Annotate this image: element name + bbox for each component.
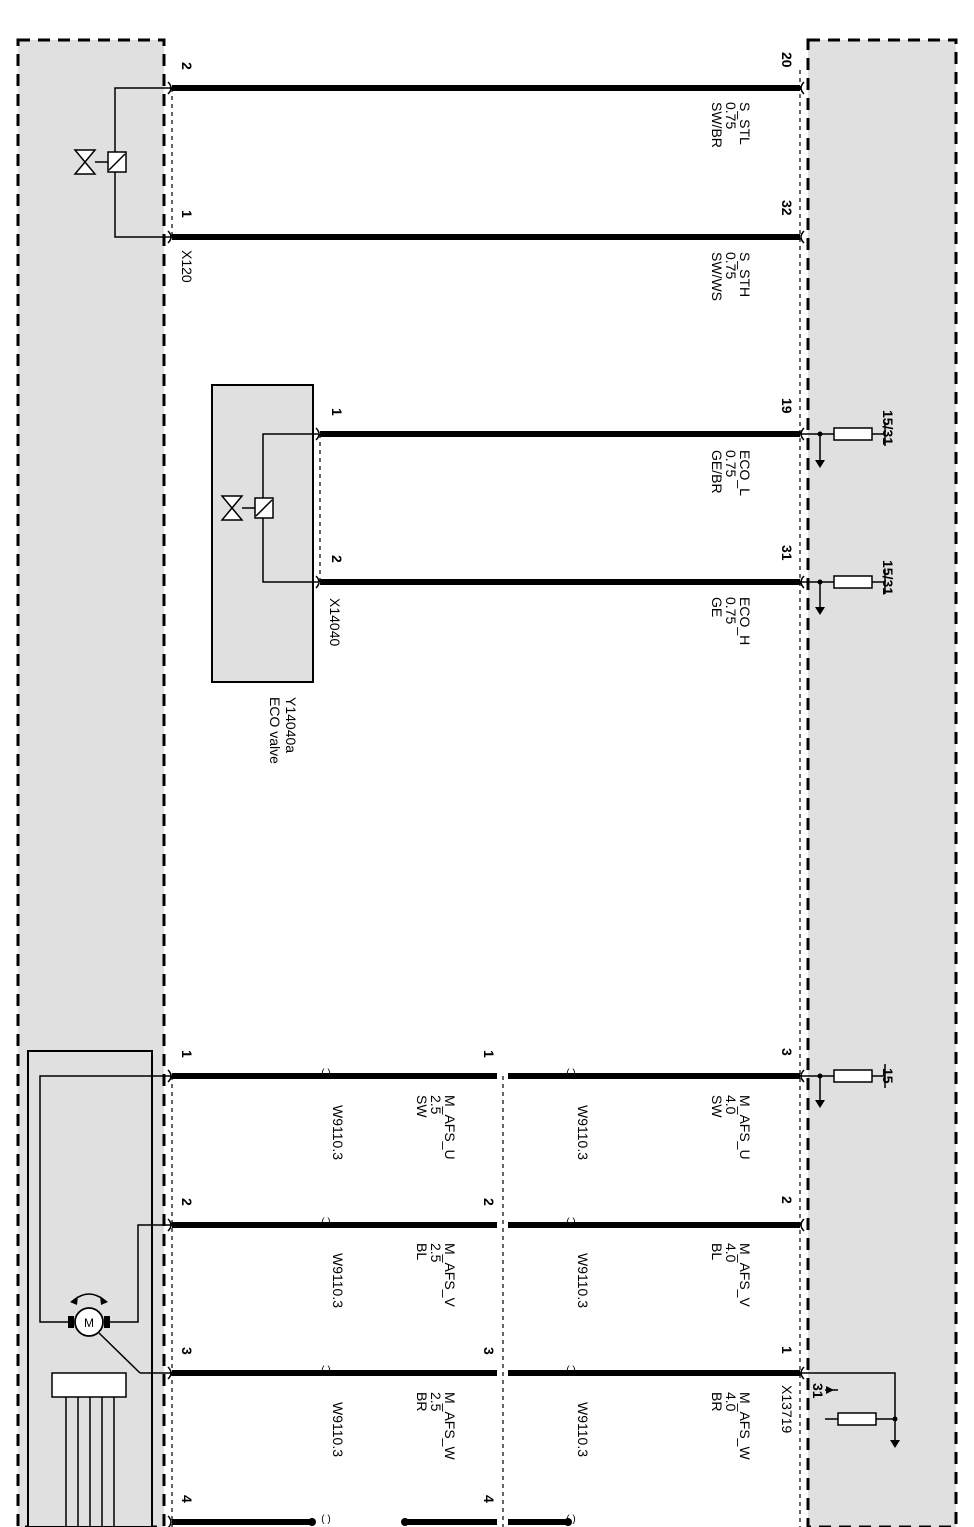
wire-label: 4.0 [723,1392,739,1412]
wire-label: ( ) [321,1514,330,1525]
pin-eco-1: 1 [329,408,345,416]
connector-x120: X120 [179,250,195,283]
wire-label: ( ) [566,1217,575,1228]
splice-label: W9110.3 [575,1105,591,1160]
motor-block: M [27,1050,172,1527]
splice-label: W9110.3 [330,1105,346,1160]
pin-mid-1: 1 [481,1050,497,1058]
wire-label: 0.75 [723,102,739,129]
wire-label: SW [709,1095,725,1118]
pin-r-3: 3 [779,1048,795,1056]
wire-label: BL [709,1243,725,1260]
splice-label: W9110.3 [330,1402,346,1457]
terminal-1: 15/31 [880,410,896,445]
wire-label: 4.0 [723,1095,739,1115]
wire-label: M_AFS_V [442,1243,458,1307]
splice-label: W9110.3 [575,1402,591,1457]
pin-r-32: 32 [779,200,795,216]
pin-m-3: 3 [179,1347,195,1355]
pin-r-20: 20 [779,52,795,68]
wire-label: GE [709,597,725,617]
wire-label: ECO_L [737,450,753,496]
pin-r-1: 1 [779,1346,795,1354]
pin-m-2: 2 [179,1198,195,1206]
wire-label: ECO_H [737,597,753,645]
wire-label: SW/BR [709,102,725,148]
wire-label: BR [414,1392,430,1411]
pin-x120-2: 2 [179,62,195,70]
wire-label: ( ) [321,1068,330,1079]
wire-label: GE/BR [709,450,725,494]
pin-m-1: 1 [179,1050,195,1058]
pin-mid-4: 4 [481,1495,497,1503]
splice-label: W9110.3 [330,1253,346,1308]
eco-valve-box [211,384,321,683]
wire-label: SW [414,1095,430,1118]
wire-label: 2.5 [428,1243,444,1263]
component-id: Y14040a [283,697,299,753]
pin-x120-1: 1 [179,210,195,218]
pin-m-4: 4 [179,1495,195,1503]
wire-label: 0.75 [723,252,739,279]
pin-r-2: 2 [779,1196,795,1204]
wire-label: ( ) [566,1365,575,1376]
resistor-network [800,422,900,1448]
wire-label: ( ) [321,1217,330,1228]
component-name: ECO valve [267,697,283,764]
wire-label: M_AFS_U [442,1095,458,1160]
wire-label: 4.0 [723,1243,739,1263]
wire-label: 0.75 [723,597,739,624]
terminal-2: 15/31 [880,560,896,595]
wire-label: 2.5 [428,1392,444,1412]
pin-mid-3: 3 [481,1347,497,1355]
wire-label: M_AFS_W [442,1392,458,1460]
right-module [806,38,958,1527]
pin-r-31: 31 [779,545,795,561]
valve-x120-symbol [73,87,172,238]
wire-label: 0.75 [723,450,739,477]
splice-label: W9110.3 [575,1253,591,1308]
wire-label: SW/WS [709,252,725,301]
terminal-4: 31 [810,1383,826,1399]
pin-r-19: 19 [779,398,795,414]
wire-label: M_AFS_V [737,1243,753,1307]
wire-label: M_AFS_W [737,1392,753,1460]
wire-label: S_STH [737,252,753,297]
connector-x13719: X13719 [779,1385,795,1433]
pin-eco-2: 2 [329,555,345,563]
wire-label: M [84,1316,94,1330]
wire-label: ( ) [566,1068,575,1079]
pin-mid-2: 2 [481,1198,497,1206]
wire-label: BL [414,1243,430,1260]
wire-label: M_AFS_U [737,1095,753,1160]
terminal-3: 15 [880,1068,896,1084]
wire-label: BR [709,1392,725,1411]
wire-label: S_STL [737,102,753,145]
connector-x14040: X14040 [327,598,343,646]
wire-label: 2.5 [428,1095,444,1115]
wire-label: ( ) [321,1365,330,1376]
